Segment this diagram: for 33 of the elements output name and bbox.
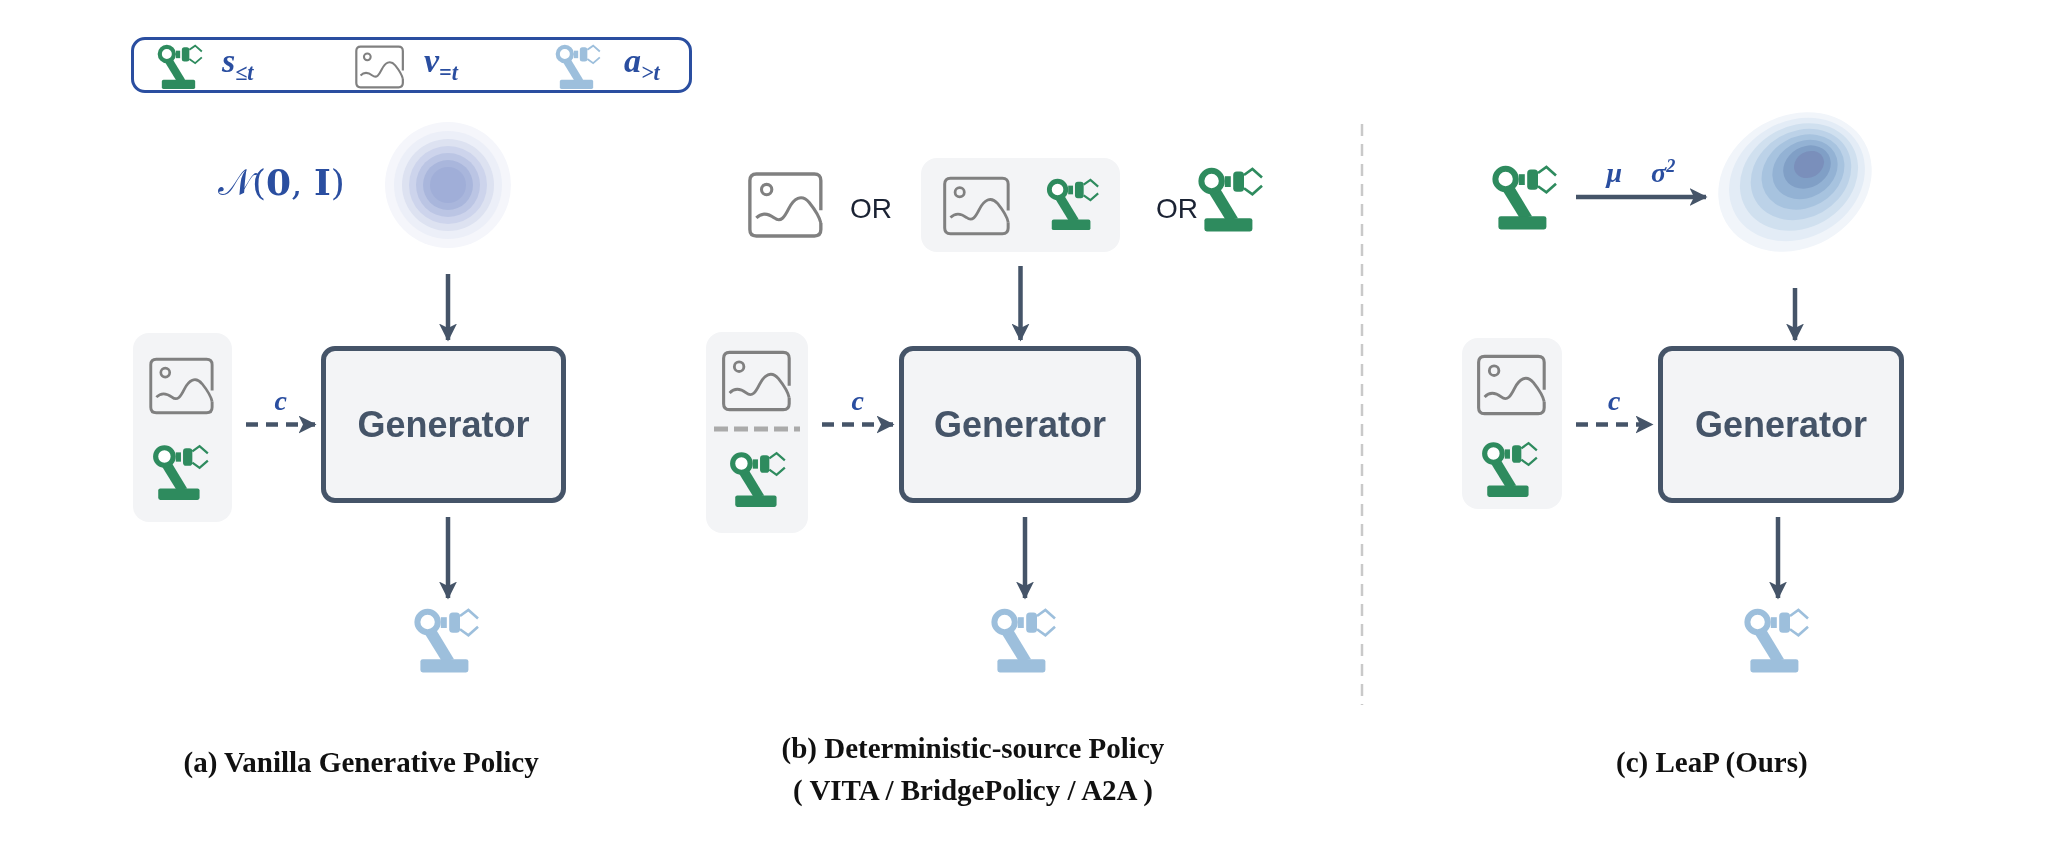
generator-box: [899, 346, 1141, 503]
image-icon: [746, 170, 826, 240]
panel-caption: ( VITA / BridgePolicy / A2A ): [793, 773, 1153, 807]
distribution-formula: 𝒩(0, I): [218, 160, 345, 204]
generator-label: Generator: [357, 403, 530, 446]
input-panel: [921, 158, 1120, 252]
or-label: OR: [850, 193, 892, 225]
arrow: [1576, 188, 1708, 206]
or-label: OR: [1156, 193, 1198, 225]
arrow: [1016, 517, 1034, 600]
generator-label: Generator: [1694, 403, 1868, 446]
edge-label: μ σ$^{2}$: [1604, 156, 1678, 190]
panel-caption: (c) LeaP (Ours): [1616, 745, 1808, 779]
input-panel: [133, 333, 232, 522]
legend-label: a$_{>t}$: [624, 42, 660, 86]
arrow: [1786, 288, 1804, 342]
legend-label: s$_{≤t}$: [222, 42, 254, 86]
generator-box: [1658, 346, 1904, 503]
generator-label: Generator: [933, 403, 1107, 446]
arrow: [1769, 517, 1787, 600]
legend-label: v$_{=t}$: [424, 42, 458, 86]
arrow: [439, 274, 457, 342]
gaussian-distribution-drawing: [385, 122, 511, 248]
arrow: [1011, 266, 1030, 342]
panel-caption: (b) Deterministic-source Policy: [781, 731, 1165, 765]
dashed-arrow: [246, 415, 317, 434]
generator-box: [321, 346, 566, 503]
input-panel: [1462, 338, 1562, 509]
panel-caption: (a) Vanilla Generative Policy: [183, 745, 539, 779]
dashed-arrow: [822, 415, 895, 434]
arrow: [439, 517, 457, 600]
dashed-arrow: [1576, 415, 1654, 434]
input-panel: [706, 332, 808, 533]
